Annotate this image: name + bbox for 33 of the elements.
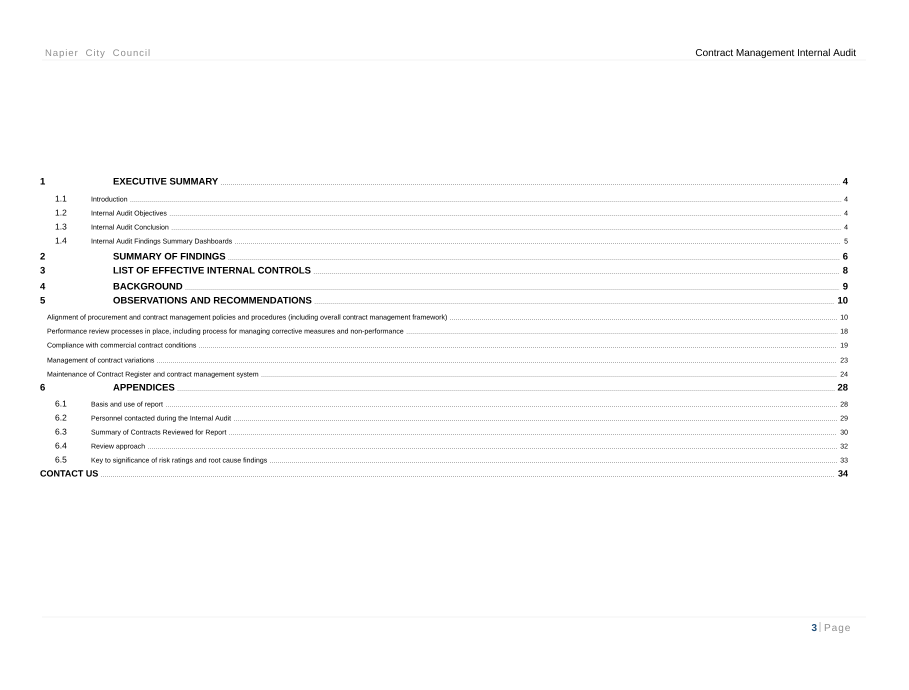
page-number: 3 xyxy=(812,624,817,632)
section-number: 1.1 xyxy=(56,196,66,202)
toc-entry: APPENDICES xyxy=(113,384,835,391)
section-number: 3 xyxy=(40,266,45,274)
page-label: Page xyxy=(824,624,850,634)
section-number: 1.2 xyxy=(56,210,66,216)
section-number: 5 xyxy=(40,296,46,304)
section-number: 6.3 xyxy=(55,428,66,435)
page-number: 28 xyxy=(838,384,848,391)
page-number: 10 xyxy=(838,296,848,304)
document-title: Contract Management Internal Audit xyxy=(696,48,856,58)
section-number: 6.1 xyxy=(55,400,66,407)
section-number: 4 xyxy=(40,282,46,290)
header-title: Napier City Council xyxy=(46,49,150,58)
page-number: 4 xyxy=(842,178,848,184)
section-number: 6.4 xyxy=(55,442,67,449)
section-number: 1 xyxy=(40,178,46,184)
section-number: 6.5 xyxy=(55,456,66,463)
page-number: 6 xyxy=(843,252,848,260)
section-number: 6.2 xyxy=(55,414,66,421)
page-number: 9 xyxy=(843,282,848,290)
toc-entry: OBSERVATIONS AND RECOMMENDATIONS xyxy=(113,296,835,304)
toc-entry: LIST OF EFFECTIVE INTERNAL CONTROLS xyxy=(114,266,840,274)
section-number: 2 xyxy=(40,252,45,260)
toc-entry: CONTACT US xyxy=(40,470,836,477)
toc-entry: BACKGROUND xyxy=(114,282,840,290)
toc-entry: EXECUTIVE SUMMARY xyxy=(114,178,840,185)
section-number: 6 xyxy=(40,384,45,391)
section-number: 1.4 xyxy=(56,238,67,244)
page-number: 34 xyxy=(838,470,848,477)
page-number: 8 xyxy=(843,266,848,274)
toc-entry: SUMMARY OF FINDINGS xyxy=(113,252,840,260)
section-number: 1.3 xyxy=(56,224,66,230)
